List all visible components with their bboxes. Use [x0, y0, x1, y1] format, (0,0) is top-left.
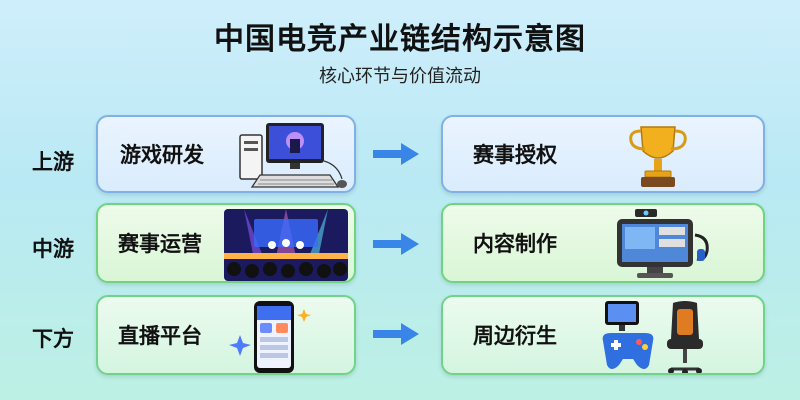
- diagram-title: 中国电竞产业链结构示意图: [214, 22, 586, 57]
- row-label-downstream: 下方: [32, 327, 74, 351]
- row-label-midstream: 中游: [32, 237, 74, 261]
- stage-concert-icon: [224, 209, 348, 281]
- card-label: 周边衍生: [473, 324, 557, 348]
- gamepad-chair-icon: [602, 301, 703, 373]
- smartphone-app-icon: [229, 301, 311, 373]
- card-label: 赛事授权: [473, 143, 557, 167]
- row-label-upstream: 上游: [32, 150, 74, 174]
- diagram-subtitle: 核心环节与价值流动: [319, 66, 481, 87]
- card-label: 赛事运营: [118, 232, 202, 256]
- card-game-development: 游戏研发: [96, 115, 356, 193]
- streaming-monitor-icon: [617, 209, 709, 278]
- card-label: 游戏研发: [120, 143, 204, 167]
- card-event-operation: 赛事运营: [96, 203, 356, 283]
- card-label: 内容制作: [473, 232, 557, 256]
- card-live-platform: 直播平台: [96, 295, 356, 375]
- card-label: 直播平台: [118, 324, 202, 348]
- trophy-icon: [629, 126, 687, 187]
- card-content-production: 内容制作: [441, 203, 765, 283]
- card-event-licensing: 赛事授权: [441, 115, 765, 193]
- computer-icon: [239, 123, 347, 188]
- arrow-icon: [373, 233, 419, 255]
- arrow-icon: [373, 323, 419, 345]
- arrow-icon: [373, 143, 419, 165]
- card-merchandise: 周边衍生: [441, 295, 765, 375]
